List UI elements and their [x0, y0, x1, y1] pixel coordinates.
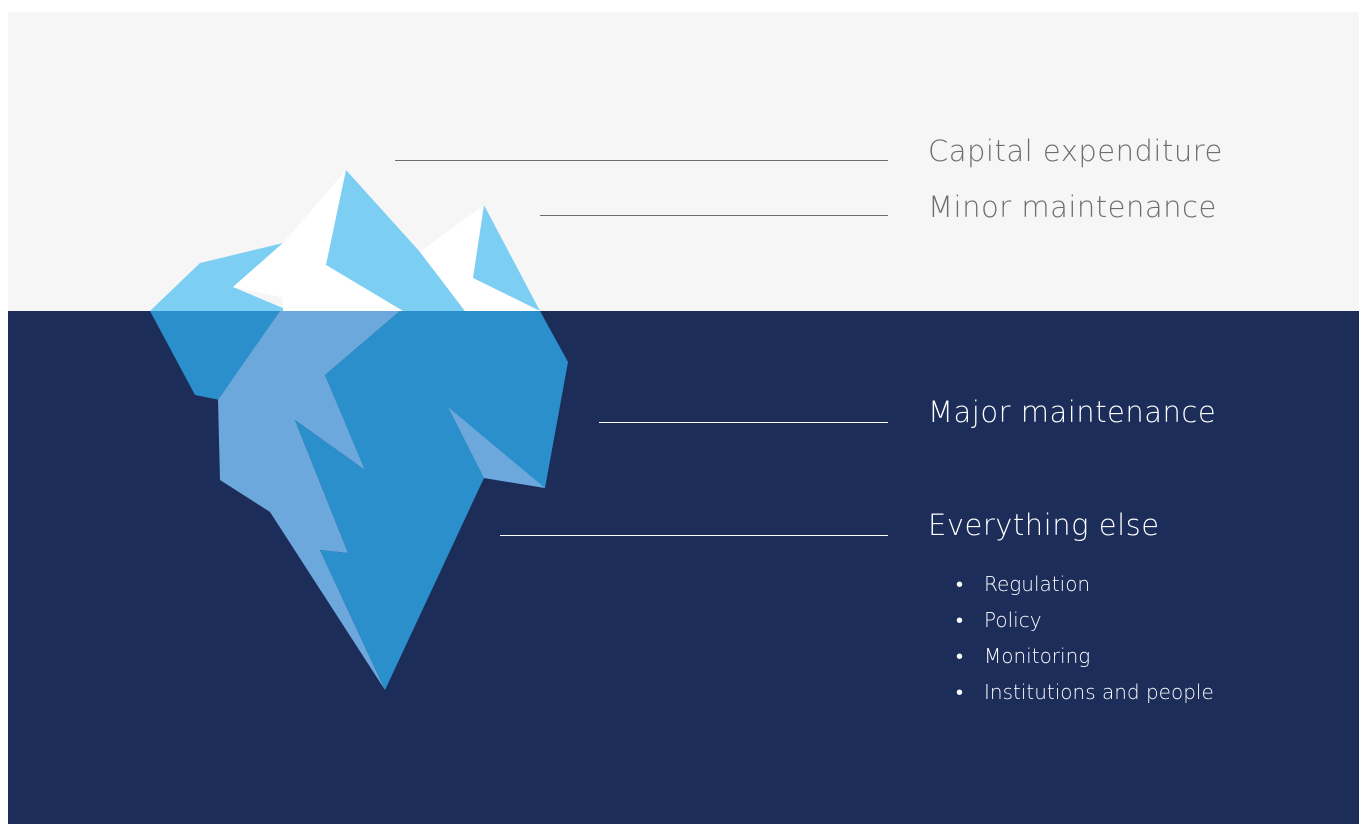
list-item-label: Institutions and people: [984, 680, 1214, 704]
list-item-label: Monitoring: [984, 644, 1091, 668]
everything-else-list: • Regulation • Policy • Monitoring • Institu…: [956, 568, 1214, 712]
label-major-maintenance: Major maintenance: [928, 395, 1217, 429]
leader-major-maintenance: [599, 422, 888, 423]
leader-capital-expenditure: [395, 160, 888, 161]
list-item-institutions: • Institutions and people: [956, 676, 1214, 712]
tip-center-snow: [283, 170, 346, 265]
label-minor-maintenance: Minor maintenance: [928, 190, 1217, 224]
list-item-regulation: • Regulation: [956, 568, 1214, 604]
tip-right-facet: [473, 205, 540, 311]
label-everything-else: Everything else: [928, 508, 1160, 542]
leader-minor-maintenance: [540, 215, 888, 216]
tip-right-lower-snow: [420, 252, 540, 311]
bullet-icon: •: [956, 680, 964, 704]
tip-left-facet: [150, 243, 290, 311]
tip-right-snow: [420, 205, 484, 278]
body-lower-facet: [295, 375, 484, 690]
tip-center-facet: [326, 170, 465, 311]
tip-center-lower-snow: [283, 243, 403, 311]
list-item-monitoring: • Monitoring: [956, 640, 1214, 676]
body-left-facet: [150, 311, 280, 400]
body-right-pale-facet: [448, 407, 545, 488]
leader-everything-else: [500, 535, 888, 536]
list-item-policy: • Policy: [956, 604, 1214, 640]
body-pale-facet: [218, 311, 400, 690]
iceberg-tip: [150, 170, 540, 311]
bullet-icon: •: [956, 572, 964, 596]
list-item-label: Policy: [984, 608, 1042, 632]
label-capital-expenditure: Capital expenditure: [928, 134, 1223, 168]
list-item-label: Regulation: [984, 572, 1091, 596]
bullet-icon: •: [956, 608, 964, 632]
bullet-icon: •: [956, 644, 964, 668]
iceberg-body: [150, 311, 568, 690]
